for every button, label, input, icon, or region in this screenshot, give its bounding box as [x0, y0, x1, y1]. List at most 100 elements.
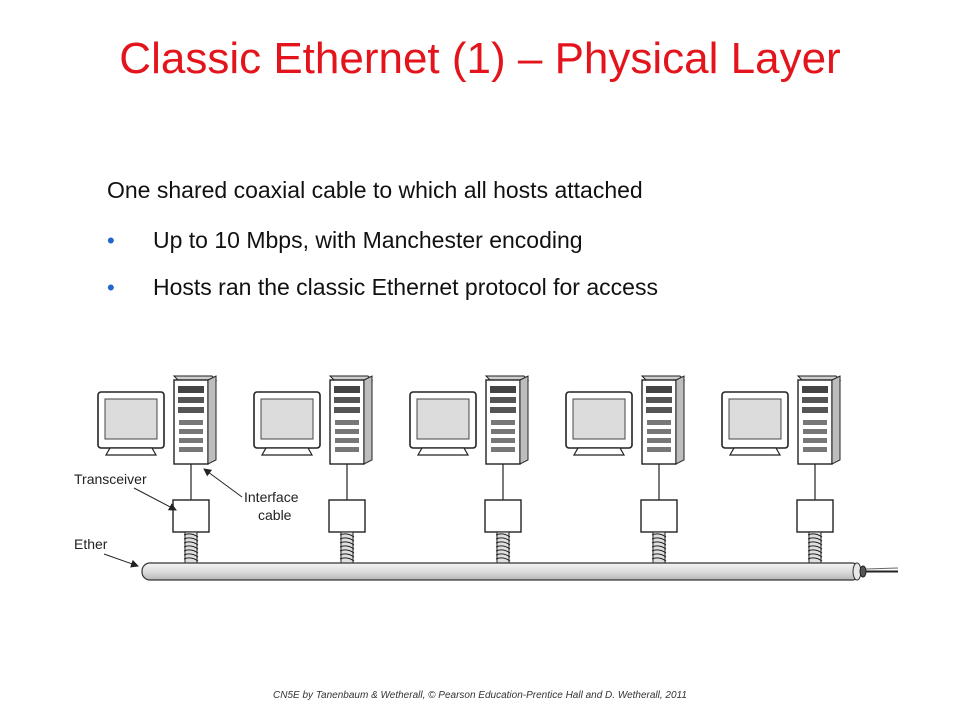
monitor-screen: [416, 398, 470, 440]
tap-coil: [339, 545, 355, 550]
vent-slot: [491, 438, 515, 443]
monitor-base: [728, 447, 782, 456]
transceiver-icon: [484, 499, 522, 533]
tap-coil: [651, 541, 667, 546]
ether-arrow: [103, 553, 139, 568]
tap-coil: [339, 541, 355, 546]
drive-bay: [334, 407, 360, 413]
vent-slot: [335, 438, 359, 443]
transceiver-icon: [640, 499, 678, 533]
ether-cable: [141, 562, 899, 581]
monitor-base: [416, 447, 470, 456]
tap-coil: [807, 557, 823, 562]
monitor-screen: [728, 398, 782, 440]
tap-coil: [495, 533, 511, 538]
tap-coil: [651, 537, 667, 542]
slide-title: Classic Ethernet (1) – Physical Layer: [119, 34, 841, 83]
drive-bay: [334, 397, 360, 403]
interface-cable-label-line2: cable: [258, 507, 292, 523]
monitor-screen: [260, 398, 314, 440]
vent-slot: [179, 438, 203, 443]
tower-side: [831, 375, 841, 465]
interface-cable-label-line1: Interface: [244, 489, 299, 505]
tower-side: [207, 375, 217, 465]
tap-coil: [651, 549, 667, 554]
transceiver-icon: [172, 499, 210, 533]
vent-slot: [647, 438, 671, 443]
tap-coil: [651, 557, 667, 562]
vent-slot: [803, 429, 827, 434]
tap-coil: [495, 541, 511, 546]
host-station: [409, 375, 530, 565]
tap-coil: [495, 553, 511, 558]
tap-coil: [183, 553, 199, 558]
drive-bay: [802, 407, 828, 413]
footer-credit: CN5E by Tanenbaum & Wetherall, © Pearson…: [273, 690, 687, 701]
interface-cable-arrow: [203, 468, 243, 498]
tower-side: [363, 375, 373, 465]
vent-slot: [335, 447, 359, 452]
monitor-screen: [104, 398, 158, 440]
transceiver-arrow: [133, 487, 177, 511]
bullet-list: • Up to 10 Mbps, with Manchester encodin…: [107, 223, 658, 317]
bullet-item: • Up to 10 Mbps, with Manchester encodin…: [107, 223, 658, 270]
vent-slot: [179, 447, 203, 452]
drive-bay: [178, 397, 204, 403]
vent-slot: [335, 420, 359, 425]
ether-label: Ether: [74, 536, 108, 552]
hosts-group: [97, 375, 842, 565]
host-station: [721, 375, 842, 565]
tap-coil: [651, 545, 667, 550]
tap-coil: [183, 557, 199, 562]
tap-coil: [495, 557, 511, 562]
drive-bay: [490, 386, 516, 393]
tap-coil: [339, 549, 355, 554]
vent-slot: [491, 447, 515, 452]
vent-slot: [335, 429, 359, 434]
tap-coil: [183, 545, 199, 550]
monitor-screen: [572, 398, 626, 440]
drive-bay: [646, 397, 672, 403]
drive-bay: [490, 407, 516, 413]
tap-coil: [183, 533, 199, 538]
tap-coil: [651, 553, 667, 558]
intro-text: One shared coaxial cable to which all ho…: [107, 177, 643, 203]
monitor-base: [104, 447, 158, 456]
vent-slot: [647, 429, 671, 434]
tap-coil: [807, 537, 823, 542]
ethernet-diagram: Transceiver Interface cable Ether: [74, 375, 899, 581]
vent-slot: [647, 447, 671, 452]
host-station: [253, 375, 374, 565]
vent-slot: [803, 438, 827, 443]
drive-bay: [646, 386, 672, 393]
vent-slot: [803, 447, 827, 452]
tap-coil: [183, 549, 199, 554]
drive-bay: [334, 386, 360, 393]
drive-bay: [178, 407, 204, 413]
vent-slot: [491, 420, 515, 425]
tap-coil: [183, 541, 199, 546]
tap-coil: [495, 549, 511, 554]
tap-coil: [807, 553, 823, 558]
tap-coil: [339, 533, 355, 538]
monitor-base: [572, 447, 626, 456]
vent-slot: [803, 420, 827, 425]
tap-coil: [339, 553, 355, 558]
host-station: [565, 375, 686, 565]
tap-coil: [807, 545, 823, 550]
drive-bay: [646, 407, 672, 413]
tap-coil: [495, 537, 511, 542]
drive-bay: [802, 386, 828, 393]
tap-coil: [183, 537, 199, 542]
host-station: [97, 375, 218, 565]
tap-coil: [807, 533, 823, 538]
bullet-dot-icon: •: [107, 275, 115, 300]
transceiver-icon: [796, 499, 834, 533]
bullet-item: • Hosts ran the classic Ethernet protoco…: [107, 270, 658, 317]
vent-slot: [491, 429, 515, 434]
tap-coil: [339, 557, 355, 562]
tap-coil: [807, 549, 823, 554]
drive-bay: [178, 386, 204, 393]
tower-side: [675, 375, 685, 465]
drive-bay: [802, 397, 828, 403]
